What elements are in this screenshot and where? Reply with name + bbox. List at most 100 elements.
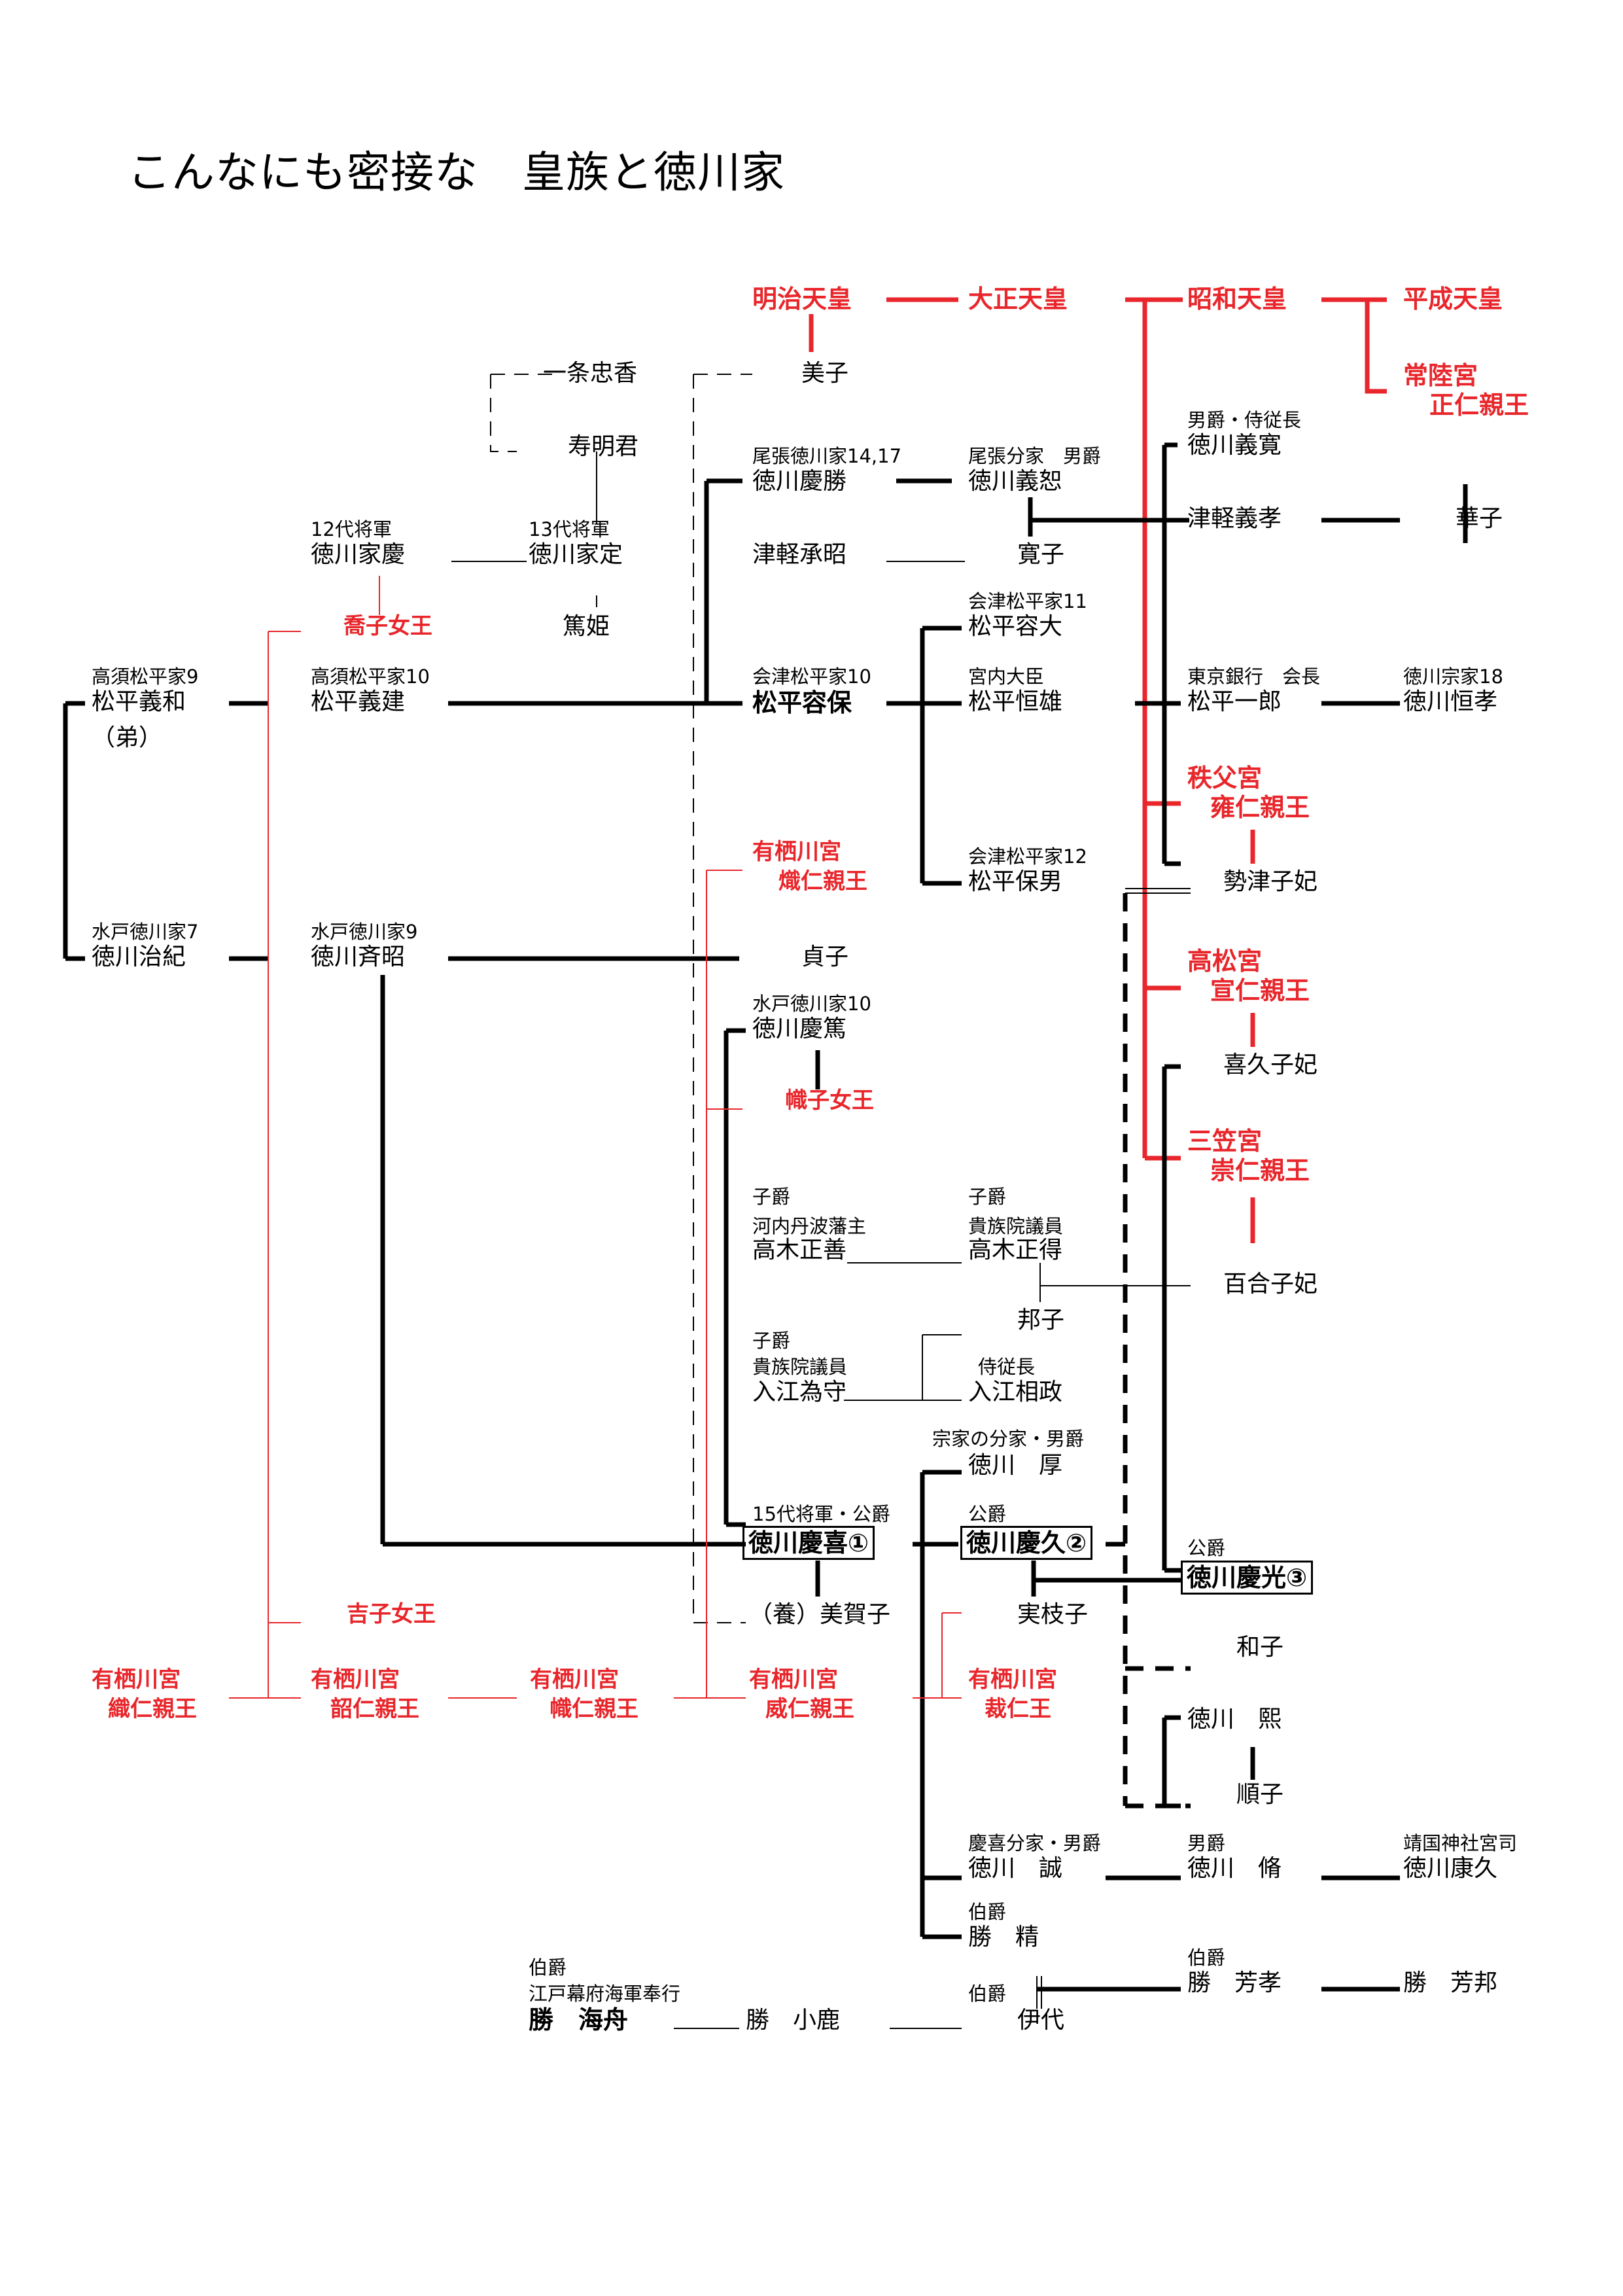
tokugawa-nariaki: 徳川斉昭: [311, 944, 406, 970]
takasu10-label: 高須松平家10: [311, 665, 430, 688]
arisugawa-tsunahito-title: 有栖川宮: [311, 1667, 400, 1693]
katsu-kaishu-rank: 伯爵: [529, 1956, 567, 1979]
marriage-thin-lines: [451, 451, 1191, 2029]
irie-tamemori-label: 貴族院議員: [752, 1356, 848, 1378]
junko: 順子: [1236, 1781, 1284, 1808]
kuniko: 邦子: [1017, 1307, 1065, 1333]
takagi-masayoshi: 高木正善: [752, 1237, 847, 1263]
owari-bunke-label: 尾張分家 男爵: [968, 445, 1102, 467]
atsushi-label: 宗家の分家・男爵: [932, 1428, 1085, 1450]
dashed-thin-lines: [490, 374, 752, 1623]
katsu-kuwashi: 勝 精: [968, 1924, 1039, 1951]
atsuhime: 篤姫: [563, 613, 610, 640]
matsudaira-katamori: 松平容保: [752, 688, 852, 717]
kazuko: 和子: [1236, 1634, 1284, 1661]
saneko: 実枝子: [1017, 1601, 1089, 1628]
iyo-label: 伯爵: [968, 1983, 1007, 2005]
tokugawa-yoshimitsu: 徳川慶光③: [1181, 1561, 1314, 1595]
tsugaru-tsuguakira: 津軽承昭: [752, 541, 847, 568]
arisugawa-orihito-name: 織仁親王: [108, 1696, 197, 1722]
arisugawa-takehito-title: 有栖川宮: [749, 1667, 838, 1693]
katsu-kaishu: 勝 海舟: [529, 2005, 629, 2034]
mito7-label: 水戸徳川家7: [92, 921, 199, 943]
tokugawa-ieyoshi: 徳川家慶: [311, 541, 406, 568]
matsudaira-yoshikazu: 松平義和: [92, 688, 186, 715]
kikuko-hi: 喜久子妃: [1223, 1051, 1318, 1078]
emperor-showa: 昭和天皇: [1187, 285, 1287, 313]
irie-sukemasa: 入江相政: [968, 1379, 1063, 1405]
katsu-kaishu-label: 江戸幕府海軍奉行: [529, 1983, 681, 2005]
tokugawa-atsushi: 徳川 厚: [968, 1452, 1063, 1479]
matsudaira-katahiro: 松平容大: [968, 613, 1063, 640]
tokugawa-yoshikatsu: 徳川慶勝: [752, 468, 847, 495]
hanako: 華子: [1456, 505, 1503, 532]
iesada-label: 13代将軍: [529, 518, 610, 540]
katsu-yoshikuni: 勝 芳邦: [1403, 1969, 1498, 1996]
matsudaira-yoshitatsu: 松平義建: [311, 688, 406, 715]
ieyoshi-label: 12代将軍: [311, 518, 392, 540]
haruko: 美子: [801, 360, 849, 387]
katsu-yoshitaka-label: 伯爵: [1187, 1947, 1226, 1969]
arisugawa-takahito-title: 有栖川宮: [530, 1667, 619, 1693]
hitachinomiya-name: 正仁親王: [1429, 391, 1529, 419]
emperor-taisho: 大正天皇: [968, 285, 1068, 313]
jumeigimi: 寿明君: [568, 433, 639, 460]
yuriko-hi: 百合子妃: [1223, 1271, 1318, 1298]
takamatsunomiya-name: 宣仁親王: [1210, 976, 1310, 1005]
imperial-lines: [809, 297, 1387, 1243]
emperor-heisei: 平成天皇: [1403, 285, 1503, 313]
irie-tamemori-rank: 子爵: [752, 1330, 791, 1352]
yoshihiro-jr-label: 男爵・侍従長: [1187, 409, 1302, 431]
matsudaira-ichiro: 松平一郎: [1187, 688, 1282, 715]
matsudaira-morio: 松平保男: [968, 868, 1063, 895]
ichijo-tadaka: 一条忠香: [543, 360, 638, 387]
tokugawa-yasuhisa: 徳川康久: [1403, 1855, 1498, 1882]
arisugawa-taruhito-name: 熾仁親王: [778, 868, 867, 894]
takagi-masayoshi-rank: 子爵: [752, 1186, 791, 1208]
arisugawa-tanehito-name: 裁仁王: [985, 1696, 1051, 1722]
takamatsunomiya-title: 高松宮: [1187, 947, 1263, 976]
mikasanomiya-name: 崇仁親王: [1210, 1156, 1310, 1185]
yoshinobu-label: 15代将軍・公爵: [752, 1503, 890, 1525]
tokugawa-lines: [63, 442, 1468, 1992]
tokugawa-yoshinobu: 徳川慶喜①: [742, 1526, 875, 1560]
chichibunomiya-title: 秩父宮: [1187, 764, 1263, 792]
yoshihisa-label: 公爵: [968, 1503, 1007, 1525]
tokugawa-hiroshi: 徳川 熙: [1187, 1706, 1282, 1733]
takagi-masae-label: 貴族院議員: [968, 1215, 1064, 1237]
takasu9-label: 高須松平家9: [92, 665, 199, 688]
tokugawa-iesada: 徳川家定: [529, 541, 623, 568]
hitachinomiya-title: 常陸宮: [1403, 361, 1478, 390]
nobuko-joo: 幟子女王: [785, 1087, 874, 1114]
arisugawa-tanehito-title: 有栖川宮: [968, 1667, 1057, 1693]
tokugawa-yoshihisa: 徳川慶久②: [960, 1526, 1093, 1560]
yukitaka-label: 男爵: [1187, 1832, 1226, 1854]
yasuhisa-label: 靖国神社宮司: [1403, 1832, 1518, 1854]
mikasanomiya-title: 三笠宮: [1187, 1127, 1263, 1156]
tokugawa-yukitaka: 徳川 脩: [1187, 1855, 1282, 1882]
katsu-koroku: 勝 小鹿: [746, 2007, 841, 2034]
aizu11-label: 会津松平家11: [968, 590, 1087, 612]
owari-label: 尾張徳川家14,17: [752, 445, 902, 467]
chichibunomiya-name: 雍仁親王: [1210, 793, 1310, 822]
arisugawa-takehito-name: 威仁親王: [765, 1696, 854, 1722]
mikako: （養）美賀子: [749, 1601, 891, 1628]
aizu12-label: 会津松平家12: [968, 845, 1087, 868]
katsu-kuwashi-label: 伯爵: [968, 1901, 1007, 1923]
yoshimitsu-label: 公爵: [1187, 1537, 1226, 1559]
yoshiko-joo: 吉子女王: [347, 1601, 436, 1627]
tokugawa-yoshihiro-jr: 徳川義寛: [1187, 432, 1282, 459]
adoption-dashed-lines: [1123, 893, 1191, 1809]
katsu-yoshitaka: 勝 芳孝: [1187, 1969, 1282, 1996]
arisugawa-tsunahito-name: 韶仁親王: [330, 1696, 419, 1722]
mito10-label: 水戸徳川家10: [752, 993, 871, 1015]
setsuko-hi: 勢津子妃: [1223, 868, 1318, 895]
tokyo-bank-label: 東京銀行 会長: [1187, 665, 1321, 688]
soke18-label: 徳川宗家18: [1403, 665, 1503, 688]
younger-brother-note: （弟）: [92, 724, 163, 751]
arisugawa-orihito-title: 有栖川宮: [92, 1667, 181, 1693]
sadako: 貞子: [801, 944, 849, 970]
arisugawa-taruhito-title: 有栖川宮: [752, 839, 841, 865]
tokugawa-harutoshi: 徳川治紀: [92, 944, 186, 970]
